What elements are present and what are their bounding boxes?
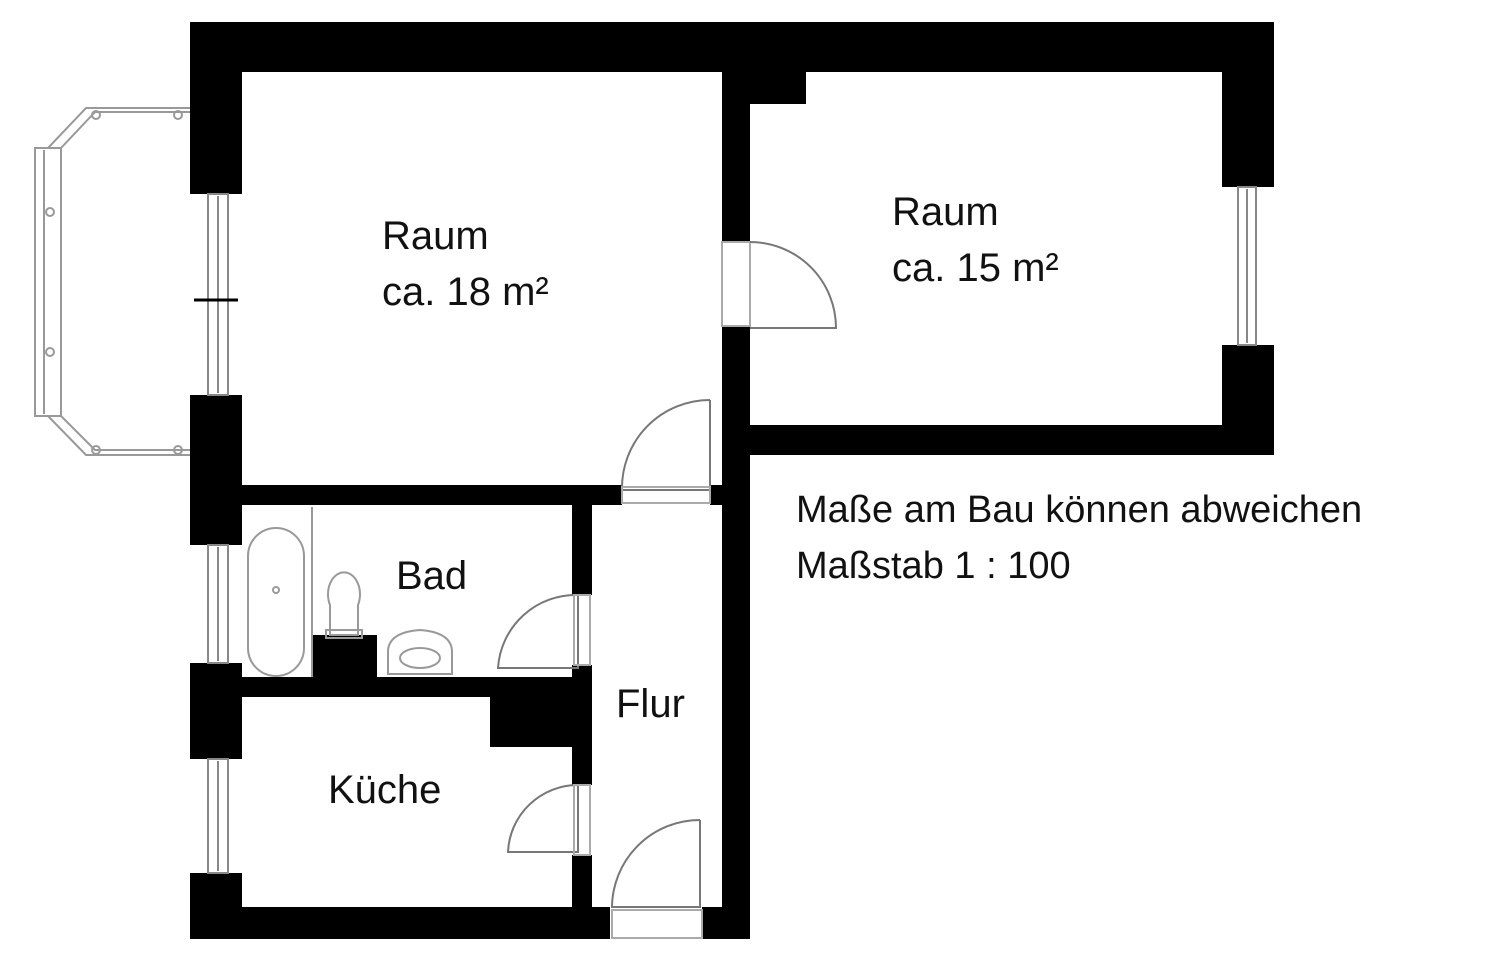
- door-kitchen-icon: [506, 783, 579, 853]
- room-right-area: ca. 15 m²: [892, 246, 1059, 290]
- wall-hall-right: [722, 455, 750, 939]
- room-left-name: Raum: [382, 214, 489, 258]
- window-left-upper: [207, 193, 229, 396]
- wall-right: [1222, 22, 1274, 187]
- room-right-name: Raum: [892, 190, 999, 234]
- wall-shaft: [490, 677, 592, 747]
- wall-left-top: [190, 22, 242, 194]
- kitchen-label: Küche: [328, 768, 442, 812]
- wall-between-rooms-top: [722, 72, 750, 242]
- room-left-area: ca. 18 m²: [382, 270, 549, 314]
- door-entrance-icon: [610, 819, 701, 908]
- room-left-label: Raum ca. 18 m²: [382, 208, 549, 320]
- toilet-icon: [327, 571, 361, 636]
- window-right-room: [1237, 186, 1257, 346]
- wall-kitchen-hall-bottom: [572, 855, 592, 939]
- door-bath-icon: [496, 593, 579, 669]
- bathtub-icon: [247, 527, 305, 677]
- wall-between-rooms-stub: [750, 72, 806, 104]
- window-bath: [207, 544, 229, 664]
- wall-top: [190, 22, 1274, 72]
- wall-kitchen-hall-mid: [572, 747, 592, 785]
- balcony: [34, 107, 190, 456]
- bath-label: Bad: [396, 554, 468, 598]
- room-right-label: Raum ca. 15 m²: [892, 184, 1059, 296]
- door-between-rooms-icon: [749, 241, 838, 329]
- wall-left-mid: [190, 395, 242, 545]
- wall-left-bath-kitchen: [190, 663, 242, 759]
- wall-between-rooms-bottom: [722, 326, 750, 455]
- wall-bath-hall-top: [572, 505, 592, 595]
- door-frame-rooms: [721, 241, 751, 327]
- sink-icon: [387, 628, 453, 675]
- scale-note: Maßstab 1 : 100: [796, 545, 1071, 587]
- bath-fixtures: [247, 507, 453, 677]
- windows: [194, 186, 1257, 874]
- walls: [190, 22, 1274, 939]
- window-kitchen: [207, 758, 229, 874]
- door-room-left-icon: [620, 399, 711, 491]
- doors: [496, 241, 838, 939]
- wall-room-left-bottom: [242, 485, 622, 505]
- hall-label: Flur: [616, 682, 685, 726]
- wall-room-left-bottom-right: [710, 485, 750, 505]
- wall-bath-box: [313, 635, 377, 683]
- wall-bottom-kitchen: [190, 907, 610, 939]
- wall-right-room-bottom: [722, 425, 1274, 455]
- disclaimer-note: Maße am Bau können abweichen: [796, 489, 1363, 531]
